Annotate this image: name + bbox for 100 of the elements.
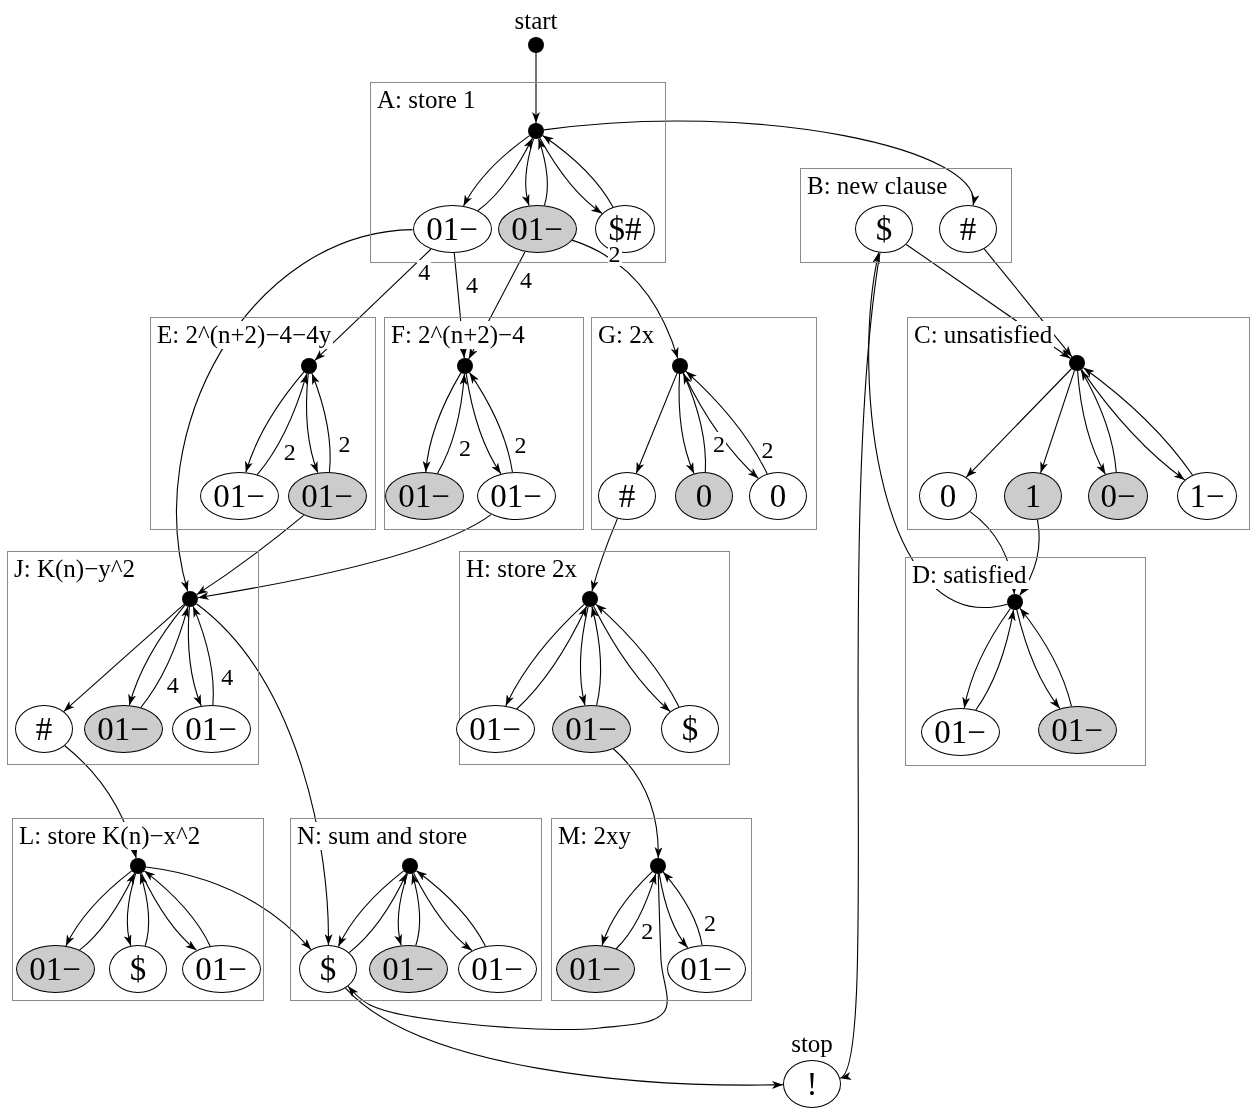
arrow bbox=[1077, 370, 1106, 475]
arrow bbox=[139, 873, 150, 947]
box-heading: F: 2^(n+2)−4 bbox=[389, 321, 527, 349]
arrow bbox=[337, 870, 405, 948]
junction-dot bbox=[582, 591, 598, 607]
arrow bbox=[311, 372, 331, 473]
arrow bbox=[868, 252, 1008, 608]
group-box bbox=[800, 168, 1012, 263]
arrow bbox=[1040, 370, 1076, 474]
arrow bbox=[538, 138, 548, 206]
arrow bbox=[965, 368, 1072, 478]
state-ellipse: # bbox=[15, 705, 73, 753]
node-caption: start bbox=[514, 7, 558, 35]
arrow bbox=[348, 872, 408, 954]
state-ellipse: 01− bbox=[1037, 706, 1117, 754]
state-ellipse: 01− bbox=[455, 705, 535, 753]
group-box bbox=[907, 317, 1250, 530]
state-ellipse: # bbox=[598, 472, 656, 520]
junction-dot bbox=[457, 358, 473, 374]
arrow bbox=[590, 518, 618, 592]
arrow bbox=[601, 871, 653, 946]
arrow bbox=[1016, 609, 1061, 709]
state-ellipse: 0 bbox=[919, 472, 977, 520]
arrow bbox=[1019, 519, 1040, 597]
state-ellipse: 01− bbox=[551, 705, 631, 753]
arrow bbox=[245, 371, 305, 473]
state-ellipse: 01− bbox=[199, 472, 279, 520]
state-ellipse: 01− bbox=[920, 708, 1000, 756]
junction-dot bbox=[1007, 594, 1023, 610]
arrow bbox=[124, 873, 137, 947]
junction-dot bbox=[1069, 355, 1085, 371]
arrow bbox=[685, 370, 768, 475]
arrow bbox=[595, 603, 680, 708]
junction-dot bbox=[402, 858, 418, 874]
box-heading: D: satisfied bbox=[910, 561, 1029, 589]
state-ellipse: 01− bbox=[476, 472, 556, 520]
arrow bbox=[1019, 607, 1072, 707]
arrow bbox=[422, 372, 462, 473]
box-heading: C: unsatisfied bbox=[912, 321, 1055, 349]
arrow bbox=[543, 120, 976, 206]
arrow bbox=[571, 239, 679, 359]
state-ellipse: 01− bbox=[83, 705, 163, 753]
state-ellipse: $ bbox=[661, 705, 719, 753]
arrow bbox=[145, 866, 312, 951]
arrow bbox=[516, 605, 588, 710]
arrow bbox=[578, 606, 589, 706]
arrow bbox=[468, 372, 513, 473]
arrow bbox=[593, 605, 671, 713]
group-box bbox=[459, 551, 730, 765]
arrow bbox=[505, 603, 585, 707]
arrow bbox=[197, 514, 492, 600]
state-ellipse: $ bbox=[855, 205, 913, 253]
arrow bbox=[63, 603, 185, 712]
group-box bbox=[384, 317, 584, 530]
group-box bbox=[591, 317, 817, 530]
arrow bbox=[314, 248, 432, 362]
group-box bbox=[12, 818, 264, 1001]
arrow bbox=[542, 134, 614, 208]
arrow bbox=[635, 372, 678, 474]
arrow bbox=[682, 372, 759, 479]
state-ellipse: 01− bbox=[368, 945, 448, 993]
arrow bbox=[522, 138, 535, 207]
state-ellipse: 0 bbox=[749, 472, 807, 520]
junction-dot bbox=[528, 123, 544, 139]
state-ellipse: # bbox=[939, 205, 997, 253]
group-box bbox=[905, 557, 1146, 766]
arrow bbox=[196, 514, 305, 596]
group-box bbox=[150, 317, 376, 530]
arrow bbox=[658, 873, 689, 949]
arrow bbox=[662, 871, 703, 946]
state-ellipse: 01− bbox=[412, 205, 492, 253]
group-box bbox=[551, 818, 752, 1001]
arrow bbox=[143, 870, 211, 947]
state-ellipse: 01− bbox=[15, 945, 95, 993]
arrow bbox=[394, 873, 409, 946]
arrow bbox=[682, 372, 707, 473]
arrow bbox=[612, 748, 663, 859]
arrow bbox=[347, 873, 668, 1031]
state-ellipse: ! bbox=[783, 1060, 841, 1108]
arrow bbox=[462, 135, 531, 207]
arrow bbox=[192, 605, 214, 706]
arrow bbox=[615, 873, 657, 950]
arrow bbox=[140, 606, 189, 709]
state-ellipse: 01− bbox=[555, 945, 635, 993]
state-ellipse: $ bbox=[299, 945, 357, 993]
arrow bbox=[413, 872, 473, 951]
state-ellipse: 01− bbox=[181, 945, 261, 993]
state-ellipse: 0 bbox=[675, 472, 733, 520]
node-caption: stop bbox=[791, 1030, 833, 1058]
state-ellipse: 01− bbox=[497, 205, 577, 253]
arrow bbox=[175, 229, 414, 592]
junction-dot bbox=[130, 858, 146, 874]
state-ellipse: 01− bbox=[457, 945, 537, 993]
state-ellipse: 01− bbox=[666, 945, 746, 993]
state-ellipse: 01− bbox=[384, 472, 464, 520]
junction-dot bbox=[650, 858, 666, 874]
arrow bbox=[305, 373, 319, 474]
state-ellipse: 01− bbox=[287, 472, 367, 520]
arrow bbox=[590, 606, 602, 706]
arrow bbox=[128, 604, 186, 706]
